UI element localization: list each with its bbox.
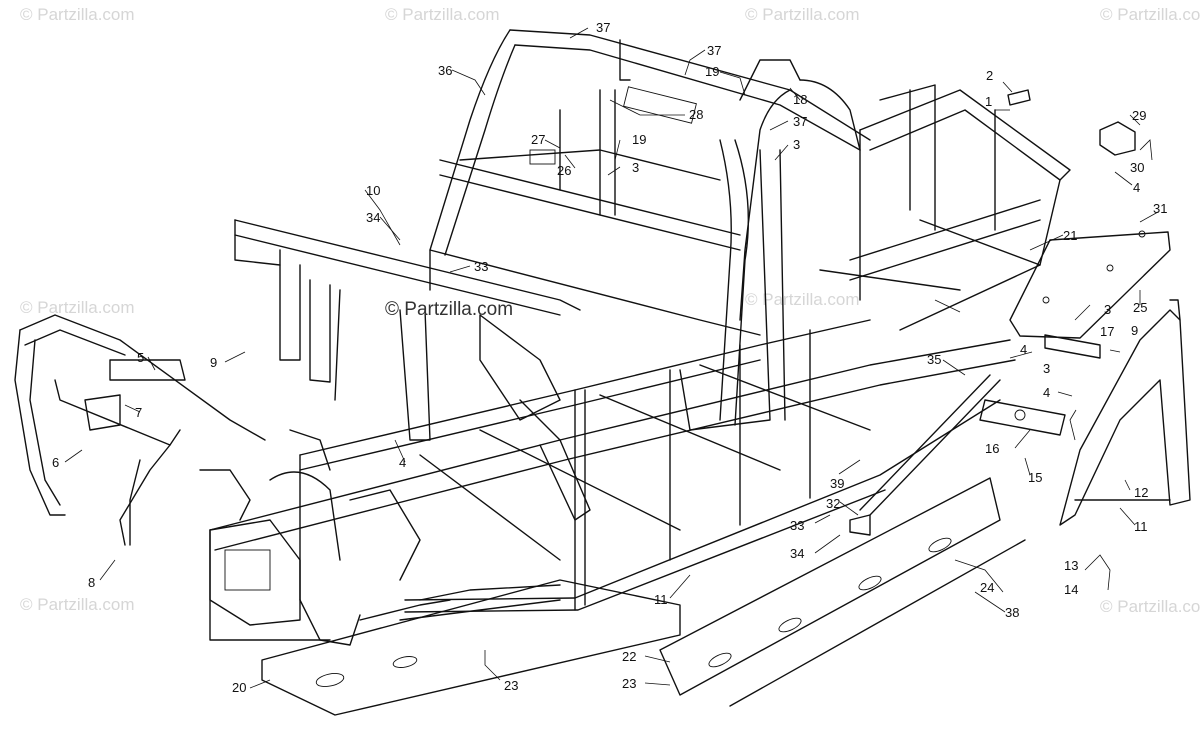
callout-11b: 11 <box>654 592 668 607</box>
watermark-center: © Partzilla.com <box>385 299 513 320</box>
watermark-bottom-left: © Partzilla.com <box>20 595 135 614</box>
front-skid-plate <box>261 579 681 716</box>
watermark-top-left: © Partzilla.com <box>20 5 135 24</box>
callout-leaders <box>64 27 1159 689</box>
callout-13: 13 <box>1064 558 1078 573</box>
callout-27: 27 <box>531 132 545 147</box>
callout-37b: 37 <box>707 43 721 58</box>
callout-1: 1 <box>985 94 992 109</box>
mount-bracket <box>1099 121 1136 156</box>
callout-33a: 33 <box>790 518 804 533</box>
watermark-top-center: © Partzilla.com <box>385 5 500 24</box>
front-bumper <box>14 314 266 546</box>
callout-35: 35 <box>927 352 941 367</box>
callout-4c: 4 <box>1043 385 1050 400</box>
callout-3d: 3 <box>793 137 800 152</box>
cross-brace <box>849 374 1001 536</box>
callout-8: 8 <box>88 575 95 590</box>
callout-34a: 34 <box>790 546 804 561</box>
callout-12: 12 <box>1134 485 1148 500</box>
callout-labels: 1 2 29 30 4 31 21 25 3 17 9 4 35 3 4 16 … <box>52 20 1167 695</box>
front-upper-frame <box>234 219 591 521</box>
callout-18: 18 <box>793 92 807 107</box>
seat-latch <box>1007 89 1031 106</box>
callout-32: 32 <box>826 496 840 511</box>
roll-cage <box>429 29 871 431</box>
callout-36: 36 <box>438 63 452 78</box>
callout-16: 16 <box>985 441 999 456</box>
callout-10: 10 <box>366 183 380 198</box>
callout-17: 17 <box>1100 324 1114 339</box>
callout-9a: 9 <box>1131 323 1138 338</box>
rear-skid-plate <box>659 477 1026 707</box>
callout-20: 20 <box>232 680 246 695</box>
callout-24: 24 <box>980 580 994 595</box>
callout-3b: 3 <box>1043 361 1050 376</box>
callout-23b: 23 <box>504 678 518 693</box>
front-suspension-mount <box>209 429 451 646</box>
callout-28: 28 <box>689 107 703 122</box>
callout-6: 6 <box>52 455 59 470</box>
watermark-top-right: © Partzilla.com <box>745 5 860 24</box>
callout-30: 30 <box>1130 160 1144 175</box>
watermarks: © Partzilla.com © Partzilla.com © Partzi… <box>20 5 1200 616</box>
callout-9b: 9 <box>210 355 217 370</box>
callout-5: 5 <box>137 350 144 365</box>
callout-11a: 11 <box>1134 519 1148 534</box>
callout-37c: 37 <box>793 114 807 129</box>
main-frame <box>209 319 1016 641</box>
callout-21: 21 <box>1063 228 1077 243</box>
callout-38: 38 <box>1005 605 1019 620</box>
callout-2: 2 <box>986 68 993 83</box>
callout-31: 31 <box>1153 201 1167 216</box>
callout-33b: 33 <box>474 259 488 274</box>
callout-25: 25 <box>1133 300 1147 315</box>
callout-7: 7 <box>135 405 142 420</box>
callout-39: 39 <box>830 476 844 491</box>
callout-19b: 19 <box>632 132 646 147</box>
callout-4b: 4 <box>1020 342 1027 357</box>
callout-22: 22 <box>622 649 636 664</box>
callout-34b: 34 <box>366 210 380 225</box>
callout-26: 26 <box>557 163 571 178</box>
callout-29: 29 <box>1132 108 1146 123</box>
callout-14: 14 <box>1064 582 1078 597</box>
watermark-mid-left: © Partzilla.com <box>20 298 135 317</box>
hitch-bracket <box>979 399 1066 436</box>
callout-15: 15 <box>1028 470 1042 485</box>
rear-side-rail <box>1059 299 1191 526</box>
callout-4a: 4 <box>1133 180 1140 195</box>
watermark-top-far-right: © Partzilla.com <box>1100 5 1200 24</box>
side-bracket <box>1044 334 1101 359</box>
callout-23a: 23 <box>622 676 636 691</box>
rear-deck-plate <box>1009 230 1171 339</box>
callout-3c: 3 <box>632 160 639 175</box>
callout-19a: 19 <box>705 64 719 79</box>
watermark-center-right: © Partzilla.com <box>745 290 860 309</box>
callout-37a: 37 <box>596 20 610 35</box>
callout-4d: 4 <box>399 455 406 470</box>
callout-3a: 3 <box>1104 302 1111 317</box>
watermark-bottom-right: © Partzilla.com <box>1100 597 1200 616</box>
rear-frame <box>819 84 1071 331</box>
